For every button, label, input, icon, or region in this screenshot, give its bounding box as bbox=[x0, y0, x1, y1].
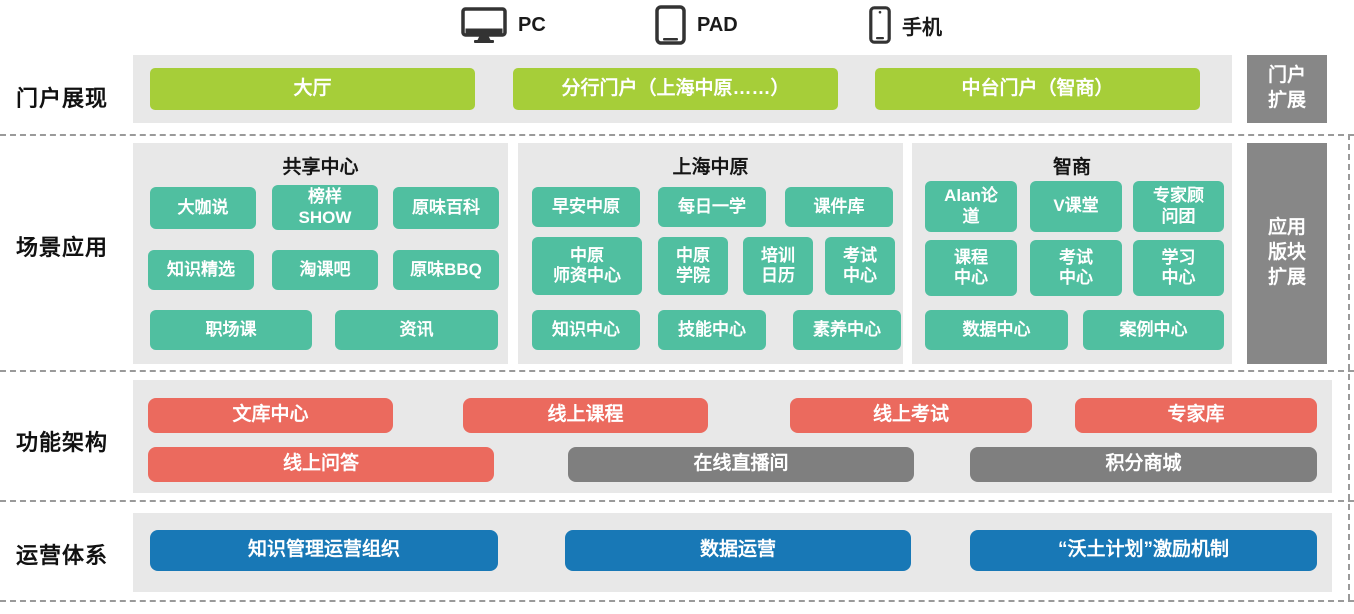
portal-extension-box: 门户 扩展 bbox=[1247, 55, 1327, 123]
dashed-divider bbox=[0, 134, 1354, 136]
block-expert-library: 专家库 bbox=[1075, 398, 1317, 433]
dashed-divider bbox=[0, 600, 1354, 602]
dashed-divider bbox=[0, 370, 1354, 372]
block-training-calendar: 培训 日历 bbox=[743, 237, 813, 295]
block-hall: 大厅 bbox=[150, 68, 475, 110]
operation-panel: 知识管理运营组织 数据运营 “沃土计划”激励机制 bbox=[133, 513, 1332, 592]
block-online-course: 线上课程 bbox=[463, 398, 708, 433]
dashed-divider bbox=[0, 500, 1354, 502]
block-library-center: 文库中心 bbox=[148, 398, 393, 433]
portal-panel: 大厅 分行门户（上海中原……） 中台门户（智商） bbox=[133, 55, 1232, 123]
block-original-bbq: 原味BBQ bbox=[393, 250, 499, 290]
block-skill-center: 技能中心 bbox=[658, 310, 766, 350]
device-pad-label: PAD bbox=[697, 13, 738, 36]
row-label-operation: 运营体系 bbox=[16, 543, 109, 568]
block-zhongyuan-college: 中原 学院 bbox=[658, 237, 728, 295]
block-expert-advisory-group: 专家顾 问团 bbox=[1133, 181, 1224, 232]
block-fertile-soil-incentive: “沃土计划”激励机制 bbox=[970, 530, 1317, 571]
block-original-wiki: 原味百科 bbox=[393, 187, 499, 229]
block-km-operation-org: 知识管理运营组织 bbox=[150, 530, 498, 571]
function-panel: 文库中心 线上课程 线上考试 专家库 线上问答 在线直播间 积分商城 bbox=[133, 380, 1332, 493]
group-shanghai-zhongyuan: 上海中原 早安中原 每日一学 课件库 中原 师资中心 中原 学院 培训 日历 考… bbox=[518, 143, 903, 364]
block-teacher-resource-center: 中原 师资中心 bbox=[532, 237, 642, 295]
phone-icon bbox=[869, 6, 891, 44]
block-daily-learning: 每日一学 bbox=[658, 187, 766, 227]
block-quality-center: 素养中心 bbox=[793, 310, 901, 350]
tablet-icon bbox=[655, 5, 686, 45]
block-exam-center: 考试 中心 bbox=[825, 237, 895, 295]
device-pc: PC bbox=[461, 5, 546, 45]
block-online-exam: 线上考试 bbox=[790, 398, 1032, 433]
block-v-classroom: V课堂 bbox=[1030, 181, 1122, 232]
device-phone-label: 手机 bbox=[902, 16, 942, 39]
block-morning-zhongyuan: 早安中原 bbox=[532, 187, 640, 227]
block-data-center: 数据中心 bbox=[925, 310, 1068, 350]
block-knowledge-center: 知识中心 bbox=[532, 310, 640, 350]
group-share-center: 共享中心 大咖说 榜样 SHOW 原味百科 知识精选 淘课吧 原味BBQ 职场课… bbox=[133, 143, 508, 364]
group-zhishang-title: 智商 bbox=[1052, 157, 1091, 178]
block-role-model-show: 榜样 SHOW bbox=[272, 185, 378, 230]
device-pc-label: PC bbox=[518, 13, 546, 36]
group-share-center-title: 共享中心 bbox=[282, 157, 359, 178]
block-alan-forum: Alan论 道 bbox=[925, 181, 1017, 232]
block-workplace-course: 职场课 bbox=[150, 310, 312, 350]
group-shanghai-zhongyuan-title: 上海中原 bbox=[672, 157, 749, 178]
row-label-portal: 门户展现 bbox=[16, 86, 109, 111]
block-branch-portal: 分行门户（上海中原……） bbox=[513, 68, 838, 110]
block-learning-center: 学习 中心 bbox=[1133, 240, 1224, 296]
block-online-qa: 线上问答 bbox=[148, 447, 494, 482]
monitor-icon bbox=[461, 6, 507, 43]
block-data-operation: 数据运营 bbox=[565, 530, 911, 571]
row-label-scene: 场景应用 bbox=[16, 235, 109, 260]
block-courseware-library: 课件库 bbox=[785, 187, 893, 227]
block-middle-portal: 中台门户（智商） bbox=[875, 68, 1200, 110]
block-points-mall: 积分商城 bbox=[970, 447, 1317, 482]
block-taoke-bar: 淘课吧 bbox=[272, 250, 378, 290]
dashed-divider-vertical bbox=[1348, 134, 1350, 600]
block-news: 资讯 bbox=[335, 310, 498, 350]
block-course-center: 课程 中心 bbox=[925, 240, 1017, 296]
block-live-room: 在线直播间 bbox=[568, 447, 914, 482]
block-case-center: 案例中心 bbox=[1083, 310, 1224, 350]
block-knowledge-picks: 知识精选 bbox=[148, 250, 254, 290]
group-zhishang: 智商 Alan论 道 V课堂 专家顾 问团 课程 中心 考试 中心 学习 中心 … bbox=[912, 143, 1232, 364]
app-section-extension-box: 应用 版块 扩展 bbox=[1247, 143, 1327, 364]
block-daka-talk: 大咖说 bbox=[150, 187, 256, 229]
block-exam-center-zhishang: 考试 中心 bbox=[1030, 240, 1122, 296]
device-phone: 手机 bbox=[869, 5, 942, 45]
row-label-function: 功能架构 bbox=[16, 430, 109, 455]
device-pad: PAD bbox=[655, 5, 738, 45]
